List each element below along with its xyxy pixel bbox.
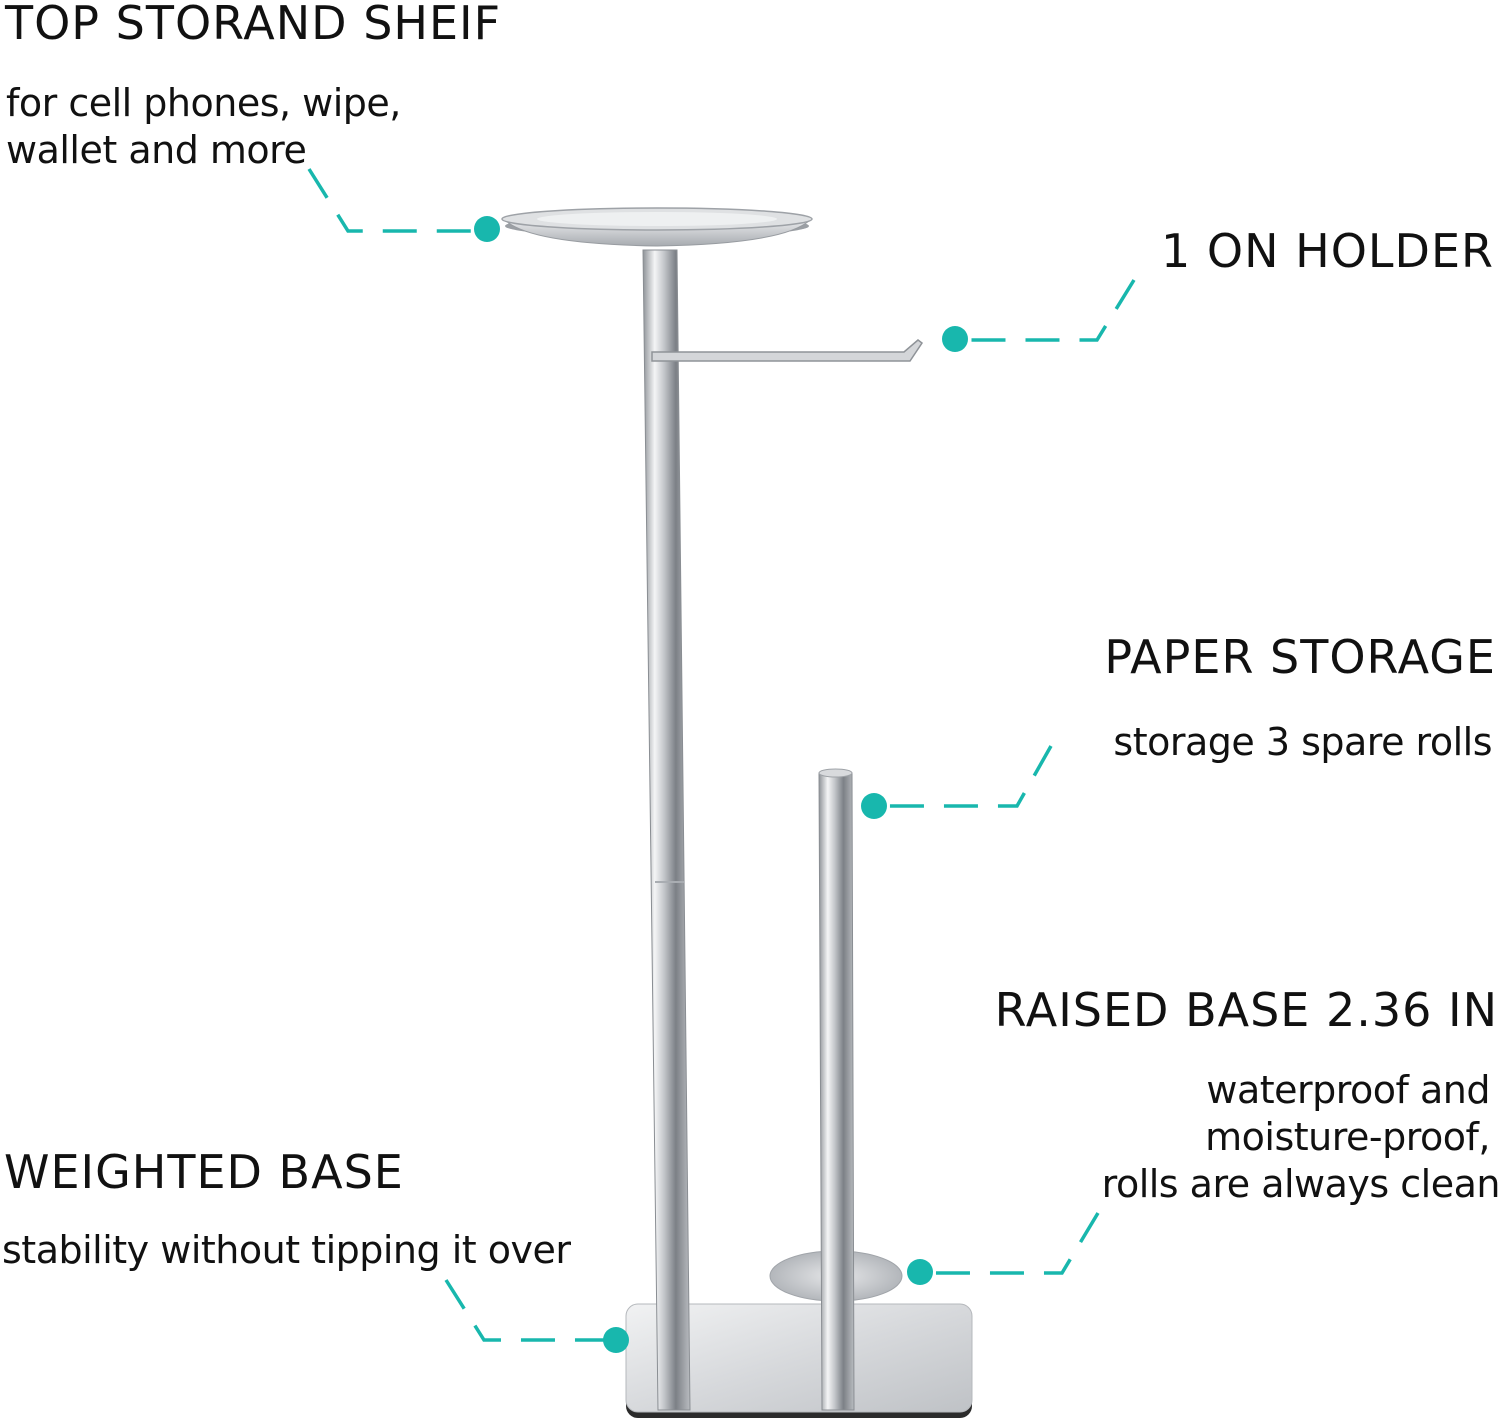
storage-pole (818, 772, 855, 1411)
weighted-base-plate (625, 1303, 973, 1418)
roll-holder-arm (651, 339, 924, 362)
callout-line-raised-base (927, 1212, 1100, 1275)
paper-storage-description-line: storage 3 spare rolls (1113, 720, 1492, 764)
weighted-base-description-line: stability without tipping it over (2, 1228, 571, 1272)
callout-line-holder (962, 279, 1136, 342)
callout-dot-paper-storage (861, 793, 887, 819)
callout-dot-holder (942, 326, 968, 352)
paper-storage-title: PAPER STORAGE (1104, 630, 1496, 684)
top-shelf-description: for cell phones, wipe, wallet and more (6, 80, 401, 174)
raised-base-description-line: rolls are always clean (1101, 1162, 1500, 1206)
storage-pole-cap (818, 768, 853, 778)
top-shelf-description-line: for cell phones, wipe, (6, 81, 401, 125)
raised-base-description-line: moisture-proof, (1205, 1115, 1490, 1159)
callout-line-paper-storage (882, 745, 1053, 808)
main-pole (642, 249, 691, 1411)
callout-dot-raised-base (907, 1259, 933, 1285)
raised-base-description-line: waterproof and (1206, 1068, 1490, 1112)
callout-line-top-shelf (307, 168, 480, 233)
callout-line-weighted-base (444, 1279, 608, 1342)
callout-dot-top-shelf (474, 216, 500, 242)
weighted-base-description: stability without tipping it over (2, 1227, 571, 1274)
raised-base-title: RAISED BASE 2.36 IN (994, 983, 1498, 1037)
raised-base-description: waterproof and moisture-proof, rolls are… (1102, 1067, 1500, 1208)
top-shelf-tray (501, 207, 813, 247)
weighted-base-title: WEIGHTED BASE (4, 1145, 404, 1199)
holder-title: 1 ON HOLDER (1161, 224, 1494, 278)
top-shelf-description-line: wallet and more (6, 128, 307, 172)
paper-storage-description: storage 3 spare rolls (1113, 719, 1492, 766)
callout-dot-weighted-base (603, 1327, 629, 1353)
top-shelf-title: TOP STORAND SHEIF (5, 0, 502, 50)
